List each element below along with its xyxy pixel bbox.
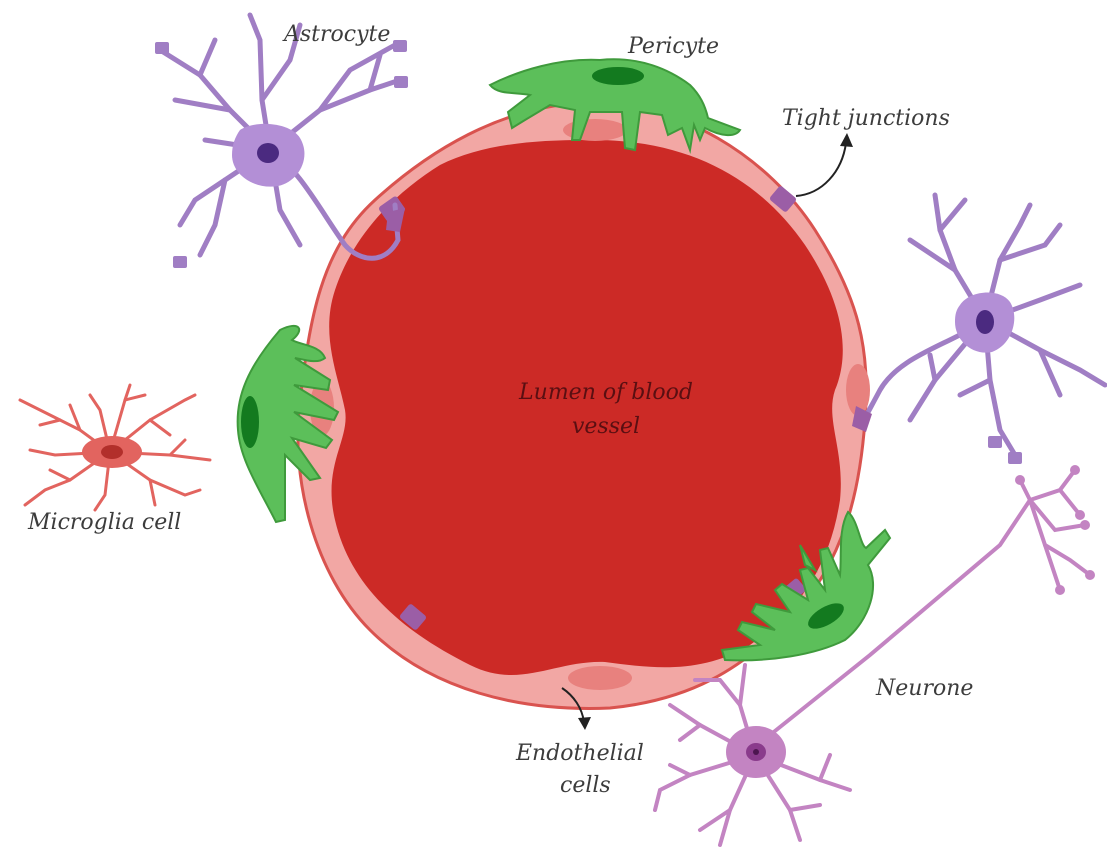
astrocyte-endfoot-5 xyxy=(988,436,1002,448)
neurone-terminal xyxy=(1080,520,1090,530)
astrocyte-nucleus xyxy=(976,310,994,334)
astrocyte-endfoot-6 xyxy=(1008,452,1022,464)
microglia-label: Microglia cell xyxy=(28,512,181,534)
endothelial-label: Endothelial cells xyxy=(516,738,644,802)
endothelial-label-line1: Endothelial xyxy=(516,738,644,770)
astrocyte-endfoot-2 xyxy=(393,40,407,52)
endothelial-arrowhead xyxy=(578,717,591,730)
pericyte-nucleus xyxy=(241,396,259,448)
neurone-terminal xyxy=(1085,570,1095,580)
pericyte-nucleus xyxy=(592,67,644,85)
neurone-terminal xyxy=(1075,510,1085,520)
lumen-label-line1: Lumen of blood xyxy=(486,376,726,410)
neurone-terminal xyxy=(1015,475,1025,485)
tight-junctions-label: Tight junctions xyxy=(782,108,950,130)
endothelial-nucleus-bottom xyxy=(568,666,632,690)
microglia-nucleus xyxy=(101,445,123,459)
astrocyte-endfoot-3 xyxy=(394,76,408,88)
neurone-nucleolus xyxy=(753,749,759,755)
tight-junctions-arrow xyxy=(796,143,846,196)
lumen-label: Lumen of blood vessel xyxy=(486,376,726,444)
neurone-terminal xyxy=(1055,585,1065,595)
astrocyte-label: Astrocyte xyxy=(284,24,390,46)
astrocyte-endfoot-4 xyxy=(173,256,187,268)
astrocyte-endfoot-1 xyxy=(155,42,169,54)
neurone-label: Neurone xyxy=(876,678,973,700)
endothelial-label-line2: cells xyxy=(516,770,644,802)
astrocyte-nucleus xyxy=(257,143,279,163)
neurone-terminal xyxy=(1070,465,1080,475)
tight-junctions-arrowhead xyxy=(840,133,853,147)
lumen-label-line2: vessel xyxy=(486,410,726,444)
pericyte-label: Pericyte xyxy=(628,36,719,58)
